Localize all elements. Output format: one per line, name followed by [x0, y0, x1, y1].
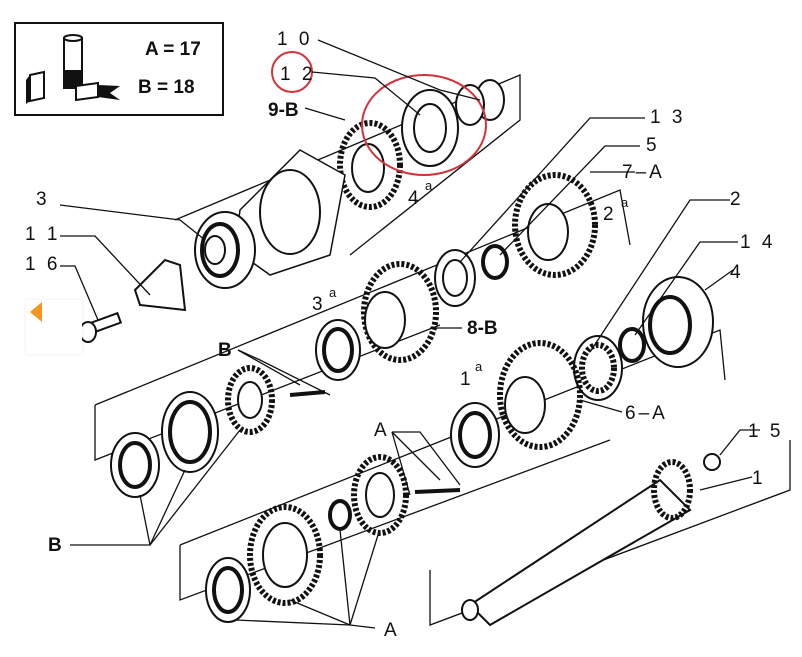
part-7a-gear [512, 172, 598, 278]
part-14-circlip [618, 327, 646, 363]
label-14: 1 4 [740, 232, 775, 253]
label-b-lower: B [48, 535, 62, 556]
previous-button[interactable] [26, 300, 82, 354]
synchro-ring-b [110, 432, 160, 498]
part-8b-gear [361, 261, 439, 363]
label-b-upper: B [218, 340, 232, 361]
synchro-hub-a [351, 454, 461, 536]
part-6a-gear [497, 340, 583, 450]
label-a-upper: A [374, 420, 390, 441]
leader-lines [59, 39, 760, 629]
label-12: 1 2 [280, 64, 315, 85]
synchro-sleeve-a [247, 504, 323, 606]
circlip-a [328, 499, 352, 531]
label-3a: 3 [312, 294, 326, 315]
label-2a: 2 [603, 204, 617, 225]
label-4a: 4 [408, 188, 422, 209]
gasket-plate [234, 149, 346, 276]
synchro-hub-b [225, 365, 326, 435]
label-10: 1 0 [277, 29, 312, 50]
label-13: 1 3 [650, 107, 685, 128]
part-1a-synchro-ring [450, 402, 500, 468]
highlight-circle-part-12 [361, 74, 487, 176]
label-5: 5 [646, 135, 660, 156]
label-16: 1 6 [25, 254, 60, 275]
label-15: 1 5 [748, 421, 783, 442]
label-2: 2 [730, 189, 744, 210]
part-2-bearing [573, 335, 623, 401]
part-1-input-shaft [461, 459, 693, 627]
synchro-ring-a [205, 557, 251, 623]
part-15-plug [703, 453, 721, 471]
part-5-circlip [481, 244, 509, 280]
part-16-bolt [79, 311, 123, 343]
label-4: 4 [730, 262, 744, 283]
part-4-bearing [642, 276, 714, 368]
parts [79, 79, 721, 627]
part-12-ring [401, 89, 459, 167]
label-8-b: 8-B [467, 318, 498, 339]
label-1a-superscript: a [475, 359, 485, 374]
part-13-ring [434, 249, 476, 307]
label-11: 1 1 [25, 224, 60, 245]
part-3a-synchro-ring [315, 319, 361, 381]
label-9-b: 9-B [268, 100, 299, 121]
label-a-lower: A [384, 620, 400, 641]
label-2a-superscript: a [621, 195, 631, 210]
synchro-sleeve-b [161, 391, 219, 473]
label-3: 3 [36, 189, 50, 210]
legend-b: B = 18 [138, 77, 195, 98]
label-3a-superscript: a [329, 285, 339, 300]
part-11-bracket [133, 258, 187, 312]
part-3-bearing [194, 211, 256, 289]
callout-labels: 1 0 1 2 9-B 3 1 1 1 6 4 a 1 3 5 7–A 2 a … [25, 29, 783, 641]
legend-box: A = 17 B = 18 [14, 22, 224, 116]
label-4a-superscript: a [425, 178, 435, 193]
chevron-left-icon [30, 302, 42, 322]
sealant-tube-icon [26, 34, 120, 104]
label-1: 1 [752, 468, 766, 489]
part-9b-gear [337, 120, 403, 210]
label-7-a: 7–A [622, 162, 665, 183]
label-1a: 1 [460, 369, 474, 390]
label-6-a: 6–A [625, 403, 668, 424]
legend-a: A = 17 [145, 39, 201, 60]
